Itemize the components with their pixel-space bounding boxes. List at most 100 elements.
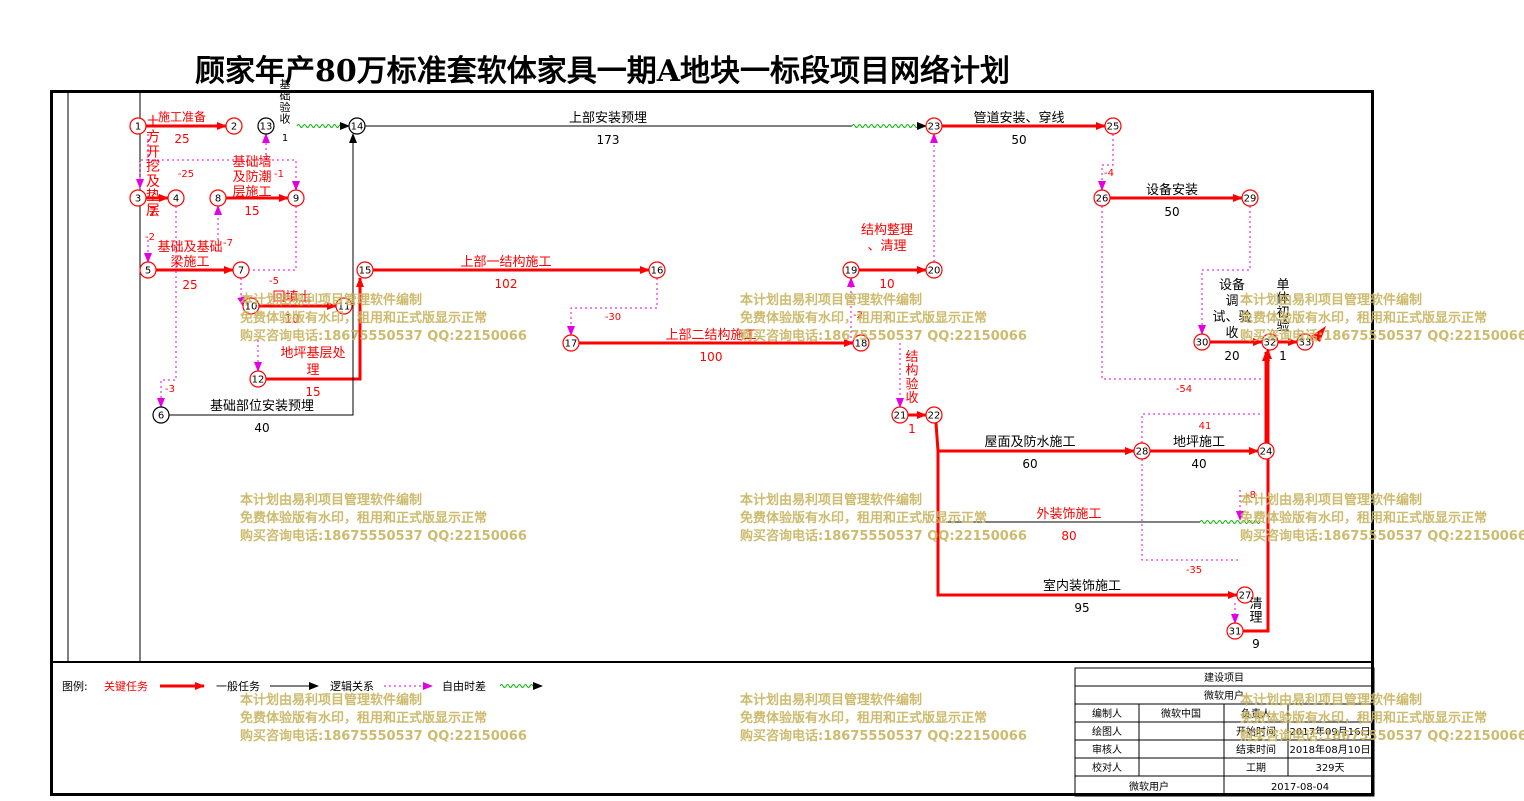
node-number: 20	[928, 266, 941, 277]
watermark-line: 购买咨询电话:18675550537 QQ:22150066	[1240, 329, 1524, 344]
task-duration: 10	[284, 312, 299, 326]
float-value: 41	[1199, 421, 1212, 432]
event-node	[129, 117, 147, 135]
info-row-value: 2017年09月16日	[1290, 725, 1371, 738]
page-title: 顾家年产80万标准套软体家具一期A地块一标段项目网络计划	[195, 54, 1011, 89]
task-duration: 1	[908, 422, 916, 436]
info-row-label: 工期	[1246, 762, 1266, 774]
task-name: 回填土	[272, 290, 311, 305]
task-name: 上部一结构施工	[460, 255, 551, 270]
task-name: 基础部位安装预埋	[210, 399, 314, 414]
lag-wave	[1199, 520, 1261, 524]
task-name: 层	[146, 203, 160, 219]
task-name: 收	[280, 112, 291, 126]
node-number: 1	[135, 122, 141, 133]
node-number: 4	[173, 194, 179, 205]
lag-wave	[851, 124, 919, 128]
legend-float-label: 自由时差	[442, 679, 486, 693]
task-duration: 10	[879, 277, 894, 291]
task-duration: 1	[282, 133, 288, 144]
watermark: 本计划由易利项目管理软件编制免费体验版有水印，租用和正式版显示正常购买咨询电话:…	[1240, 692, 1524, 746]
float-arrow	[237, 278, 246, 307]
event-node	[1241, 189, 1259, 207]
watermark-line: 本计划由易利项目管理软件编制	[240, 293, 423, 308]
event-node	[925, 261, 943, 279]
task-name: 调	[1225, 294, 1238, 309]
node-number: 12	[252, 375, 265, 386]
node-number: 25	[1107, 122, 1120, 133]
watermark: 本计划由易利项目管理软件编制免费体验版有水印，租用和正式版显示正常购买咨询电话:…	[240, 292, 527, 346]
task-duration: 50	[1011, 133, 1026, 147]
float-arrow	[249, 206, 297, 271]
watermark-line: 免费体验版有水印，租用和正式版显示正常	[740, 711, 988, 726]
node-number: 31	[1229, 627, 1242, 638]
float-value: -2	[145, 232, 155, 243]
node-number: 13	[260, 122, 273, 133]
info-row-label: 绘图人	[1092, 725, 1122, 738]
watermark-line: 购买咨询电话:18675550537 QQ:22150066	[740, 729, 1027, 744]
float-value: -54	[1176, 384, 1192, 395]
watermark-line: 购买咨询电话:18675550537 QQ:22150066	[240, 529, 527, 544]
node-number: 30	[1196, 338, 1209, 349]
task-duration: 15	[305, 385, 320, 399]
event-node	[1093, 189, 1111, 207]
watermark-line: 免费体验版有水印，租用和正式版显示正常	[1240, 511, 1488, 526]
watermark-line: 免费体验版有水印，租用和正式版显示正常	[1240, 311, 1488, 326]
watermark-line: 本计划由易利项目管理软件编制	[1240, 493, 1423, 508]
event-node	[356, 261, 374, 279]
event-node	[925, 406, 943, 424]
task-name: 屋面及防水施工	[984, 434, 1075, 450]
task-name: 梁施工	[170, 255, 209, 270]
task-name: 清	[1249, 597, 1262, 612]
info-row-value: 329天	[1315, 763, 1344, 774]
task-name: 试、验	[1212, 309, 1251, 325]
task-name: 构	[905, 364, 918, 379]
float-arrow	[1141, 459, 1240, 561]
watermark: 本计划由易利项目管理软件编制免费体验版有水印，租用和正式版显示正常购买咨询电话:…	[1240, 292, 1524, 346]
task-arrow	[266, 277, 364, 381]
task-duration: 25	[174, 132, 189, 146]
info-row-label: 结束时间	[1236, 743, 1276, 756]
float-value: -7	[223, 238, 233, 249]
event-node	[1296, 333, 1314, 351]
task-arrow	[936, 451, 1238, 599]
info-row-value: 2018年08月10日	[1290, 743, 1371, 756]
float-arrow	[136, 159, 148, 189]
float-arrow	[1098, 134, 1114, 191]
node-number: 27	[1239, 591, 1252, 602]
event-node	[287, 189, 305, 207]
task-duration: 173	[597, 133, 620, 147]
watermark-line: 本计划由易利项目管理软件编制	[240, 493, 423, 508]
task-arrow	[169, 133, 357, 416]
task-name: 地坪基层处	[280, 346, 345, 361]
task-name: 管道安装、穿线	[973, 110, 1064, 126]
watermark: 本计划由易利项目管理软件编制免费体验版有水印，租用和正式版显示正常购买咨询电话:…	[740, 492, 1027, 546]
event-node	[225, 117, 243, 135]
event-node	[1226, 622, 1244, 640]
watermark-line: 购买咨询电话:18675550537 QQ:22150066	[1240, 729, 1524, 744]
task-name: 、清理	[867, 239, 906, 254]
legend-float-wave	[499, 684, 537, 688]
watermark-line: 本计划由易利项目管理软件编制	[240, 693, 423, 708]
watermark-line: 本计划由易利项目管理软件编制	[1240, 293, 1423, 308]
task-name: 基础及基础	[157, 240, 222, 255]
task-name: 施工准备	[158, 110, 206, 124]
node-number: 32	[1264, 338, 1277, 349]
task-name: 土	[146, 115, 160, 131]
watermark-line: 购买咨询电话:18675550537 QQ:22150066	[1240, 529, 1524, 544]
watermark-line: 免费体验版有水印，租用和正式版显示正常	[1240, 711, 1488, 726]
node-number: 8	[215, 194, 221, 205]
float-value: -30	[605, 312, 621, 323]
info-row-value: 微软中国	[1161, 707, 1201, 720]
watermark: 本计划由易利项目管理软件编制免费体验版有水印，租用和正式版显示正常购买咨询电话:…	[740, 292, 1027, 346]
info-footer-date: 2017-08-04	[1271, 782, 1329, 793]
task-duration: 102	[495, 277, 518, 291]
task-duration: 100	[700, 350, 723, 364]
watermark-line: 免费体验版有水印，租用和正式版显示正常	[240, 311, 488, 326]
task-name: 础	[280, 90, 291, 103]
task-duration: 95	[1074, 601, 1089, 615]
task-name: 基础墙	[232, 155, 271, 170]
event-node	[842, 261, 860, 279]
task-duration: 15	[244, 204, 259, 218]
